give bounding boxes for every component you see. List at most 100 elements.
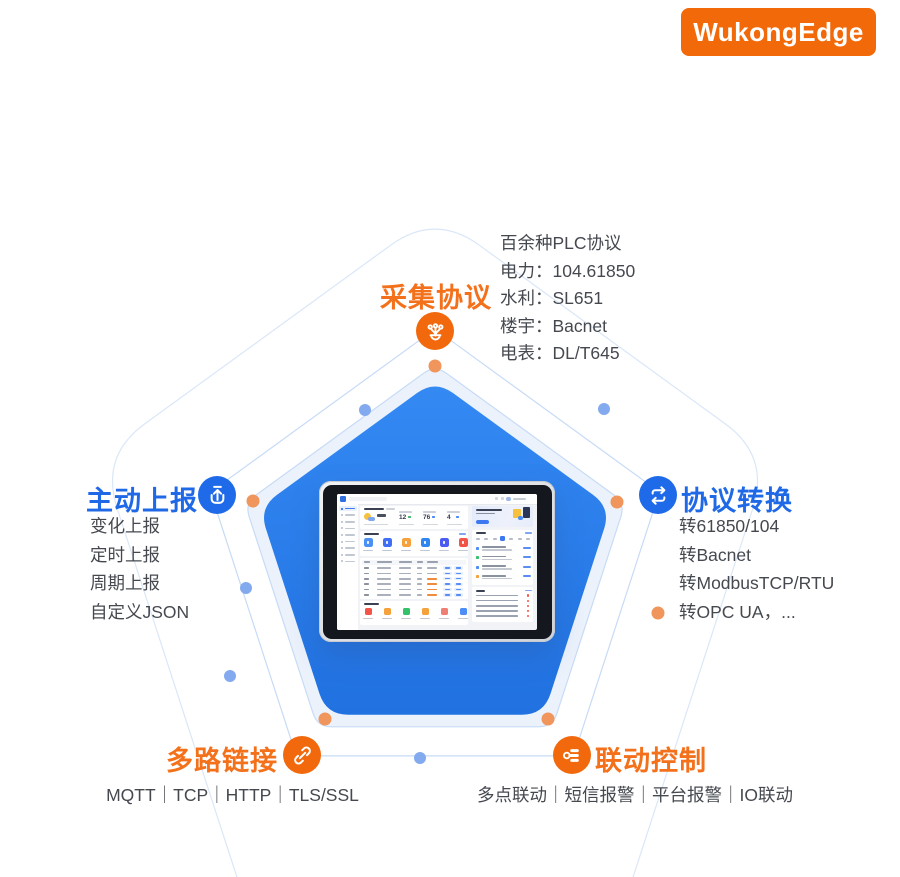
stat-trend-icon: [432, 515, 435, 519]
vertex-dot-blue: [240, 582, 252, 594]
list-item-icon: [476, 565, 479, 569]
table-cell-bar: [427, 578, 437, 580]
banner-button: [476, 519, 489, 524]
list-item-sub-bar: [481, 577, 512, 580]
pentagon-outline-outer: [111, 228, 759, 877]
table-cell-bar: [427, 567, 437, 569]
app-icon-glyph: [423, 541, 427, 544]
view-link-bar: [523, 575, 531, 578]
feature-control-title: 联动控制: [595, 746, 707, 776]
sidebar-item-icon: [340, 514, 343, 517]
shortcut-label-bar: [458, 617, 468, 620]
list-item-icon: [476, 575, 479, 579]
pill-text-bar: [456, 578, 461, 580]
notice-text-bar: [476, 594, 518, 597]
table-cell-bar: [417, 588, 422, 591]
list-item-sub-bar: [481, 549, 512, 551]
table-cell-bar: [364, 583, 369, 585]
list-item-bar: [481, 555, 506, 558]
feature-detail-line: 转OPC UA，...: [679, 601, 796, 622]
table-cell-bar: [399, 594, 411, 596]
pill-text-bar: [456, 567, 461, 569]
pill-text-bar: [445, 572, 450, 574]
weekday-bar: [484, 538, 489, 540]
collect-hub-icon: [416, 312, 454, 350]
table-cell-bar: [377, 572, 391, 575]
app-icon-glyph: [442, 541, 446, 544]
vertex-dot-blue: [359, 404, 371, 416]
notice-dot: [526, 604, 529, 607]
vertex-dot-orange: [610, 495, 624, 509]
greeting-bar: [386, 508, 395, 511]
stat-label-bar: [399, 511, 412, 513]
table-cell-bar: [417, 594, 422, 596]
banner-title-bar: [476, 509, 502, 512]
more-link-bar: [525, 532, 532, 534]
stat-trend-icon: [456, 515, 459, 519]
vertex-dot-orange: [428, 359, 442, 373]
table-header-bar: [427, 561, 438, 563]
sidebar-item-icon: [340, 553, 343, 556]
notice-dot: [526, 599, 529, 602]
linked-list-icon: [553, 736, 591, 774]
view-link-bar: [523, 556, 531, 559]
app-icon-glyph: [385, 541, 389, 544]
app-icon-glyph: [404, 541, 408, 544]
feature-detail-line: 百余种PLC协议: [500, 233, 622, 253]
stat-label-bar: [423, 511, 436, 513]
pill-text-bar: [456, 572, 461, 574]
table-cell-bar: [399, 572, 411, 575]
weather-sun-icon: [364, 513, 371, 520]
feature-detail-line: 水利：SL651: [500, 288, 604, 308]
nav-icon: [500, 497, 504, 501]
feature-collect-title: 采集协议: [380, 283, 492, 313]
table-cell-bar: [399, 578, 411, 580]
weekday-bar: [517, 538, 522, 540]
table-cell-bar: [417, 583, 422, 585]
app-label-bar: [363, 549, 373, 552]
list-item-bar: [481, 546, 506, 548]
shortcut-icon: [459, 607, 467, 615]
vertex-dot-orange: [651, 606, 665, 620]
feature-detail-line: 定时上报: [90, 544, 160, 565]
list-item-sub-bar: [481, 558, 512, 561]
navbar: [337, 494, 537, 504]
brand-badge: WukongEdge: [681, 8, 876, 56]
illustration-person: [518, 515, 523, 520]
feature-detail-line: 转61850/104: [679, 516, 780, 536]
table-cell-bar: [399, 567, 411, 569]
section-title-bar: [364, 533, 379, 536]
table-cell-bar: [364, 588, 369, 591]
sidebar-item-label: [344, 514, 355, 517]
table-header-bar: [377, 561, 392, 563]
feature-detail-line: 楼宇：Bacnet: [500, 315, 607, 336]
shortcut-label-bar: [439, 617, 449, 620]
weekday-bar: [525, 538, 530, 540]
notice-text-bar: [476, 615, 518, 618]
vertex-dot-orange: [246, 494, 260, 508]
table-cell-bar: [427, 594, 437, 596]
list-item-icon: [476, 556, 479, 560]
view-link-bar: [523, 546, 531, 549]
stat-label-bar: [447, 511, 460, 513]
shortcut-label-bar: [401, 617, 411, 620]
feature-detail-line: 电力：104.61850: [500, 260, 636, 281]
shortcut-icon: [421, 607, 429, 615]
table-cell-bar: [364, 572, 369, 575]
app-label-bar: [420, 549, 430, 552]
weekday-bar: [509, 538, 514, 540]
app-label-bar: [439, 549, 449, 552]
nav-icon: [495, 497, 498, 501]
sidebar-item-icon: [340, 547, 343, 550]
section-title-bar: [476, 589, 485, 592]
pill-text-bar: [445, 578, 450, 580]
more-link-bar: [459, 533, 466, 536]
vertex-dot-orange: [541, 712, 555, 726]
feature-detail-line: 多点联动｜短信报警｜平台报警｜IO联动: [477, 785, 793, 805]
feature-multilink-details: MQTT｜TCP｜HTTP｜TLS/SSL: [60, 781, 405, 810]
stat-sub-bar: [423, 523, 438, 526]
shortcut-icon: [402, 607, 410, 615]
chain-link-icon: [283, 736, 321, 774]
